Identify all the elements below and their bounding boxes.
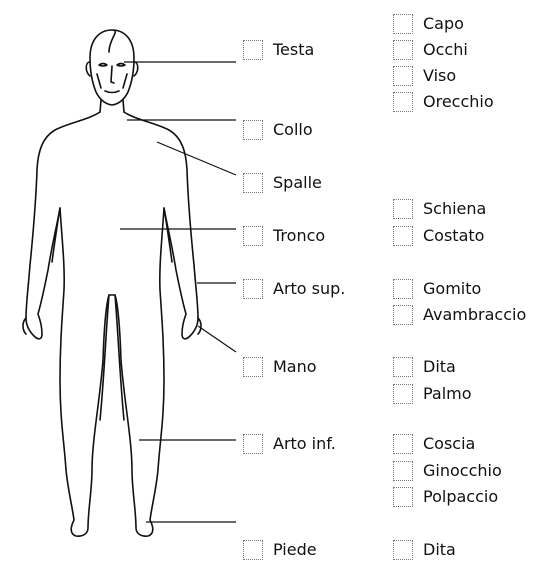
- tronco-checkbox[interactable]: [243, 226, 263, 246]
- option-gomito[interactable]: Gomito: [393, 277, 481, 301]
- avambraccio-checkbox[interactable]: [393, 305, 413, 325]
- leader-spalle: [157, 142, 236, 175]
- mouth: [105, 91, 119, 93]
- option-viso[interactable]: Viso: [393, 64, 456, 88]
- option-testa[interactable]: Testa: [243, 38, 314, 62]
- arto-sup-checkbox[interactable]: [243, 279, 263, 299]
- option-mano[interactable]: Mano: [243, 355, 317, 379]
- testa-label: Testa: [273, 40, 314, 60]
- option-dita-mano[interactable]: Dita: [393, 355, 456, 379]
- leader-mano: [198, 326, 236, 352]
- left-cheek: [97, 74, 101, 88]
- ginocchio-label: Ginocchio: [423, 461, 502, 481]
- viso-label: Viso: [423, 66, 456, 86]
- option-costato[interactable]: Costato: [393, 224, 484, 248]
- arto-sup-label: Arto sup.: [273, 279, 345, 299]
- right-eye: [117, 64, 125, 67]
- orecchio-checkbox[interactable]: [393, 92, 413, 112]
- inner-leg-right: [115, 295, 124, 420]
- testa-checkbox[interactable]: [243, 40, 263, 60]
- option-arto-inf[interactable]: Arto inf.: [243, 432, 336, 456]
- dita-piede-checkbox[interactable]: [393, 540, 413, 560]
- left-eye: [99, 64, 107, 67]
- coscia-checkbox[interactable]: [393, 434, 413, 454]
- gomito-checkbox[interactable]: [393, 279, 413, 299]
- viso-checkbox[interactable]: [393, 66, 413, 86]
- polpaccio-checkbox[interactable]: [393, 487, 413, 507]
- option-piede[interactable]: Piede: [243, 538, 317, 562]
- dita-mano-checkbox[interactable]: [393, 357, 413, 377]
- orecchio-label: Orecchio: [423, 92, 494, 112]
- schiena-checkbox[interactable]: [393, 199, 413, 219]
- mano-label: Mano: [273, 357, 317, 377]
- option-orecchio[interactable]: Orecchio: [393, 90, 494, 114]
- tronco-label: Tronco: [273, 226, 325, 246]
- right-inner-arm: [164, 208, 172, 262]
- option-coscia[interactable]: Coscia: [393, 432, 475, 456]
- option-ginocchio[interactable]: Ginocchio: [393, 459, 502, 483]
- option-dita-piede[interactable]: Dita: [393, 538, 456, 562]
- option-arto-sup[interactable]: Arto sup.: [243, 277, 345, 301]
- arto-inf-label: Arto inf.: [273, 434, 336, 454]
- option-schiena[interactable]: Schiena: [393, 197, 486, 221]
- left-inner-arm: [52, 208, 60, 262]
- occhi-checkbox[interactable]: [393, 40, 413, 60]
- collo-label: Collo: [273, 120, 313, 140]
- palmo-label: Palmo: [423, 384, 472, 404]
- costato-checkbox[interactable]: [393, 226, 413, 246]
- piede-label: Piede: [273, 540, 317, 560]
- mano-checkbox[interactable]: [243, 357, 263, 377]
- occhi-label: Occhi: [423, 40, 468, 60]
- costato-label: Costato: [423, 226, 484, 246]
- option-capo[interactable]: Capo: [393, 12, 464, 36]
- option-palmo[interactable]: Palmo: [393, 382, 472, 406]
- schiena-label: Schiena: [423, 199, 486, 219]
- polpaccio-label: Polpaccio: [423, 487, 498, 507]
- spalle-label: Spalle: [273, 173, 322, 193]
- option-spalle[interactable]: Spalle: [243, 171, 322, 195]
- option-polpaccio[interactable]: Polpaccio: [393, 485, 498, 509]
- inner-leg-left: [100, 295, 109, 420]
- spalle-checkbox[interactable]: [243, 173, 263, 193]
- dita-mano-label: Dita: [423, 357, 456, 377]
- collo-checkbox[interactable]: [243, 120, 263, 140]
- right-cheek: [123, 74, 127, 88]
- option-tronco[interactable]: Tronco: [243, 224, 325, 248]
- gomito-label: Gomito: [423, 279, 481, 299]
- option-collo[interactable]: Collo: [243, 118, 313, 142]
- option-avambraccio[interactable]: Avambraccio: [393, 303, 526, 327]
- arto-inf-checkbox[interactable]: [243, 434, 263, 454]
- body-outline: [26, 112, 198, 536]
- avambraccio-label: Avambraccio: [423, 305, 526, 325]
- capo-checkbox[interactable]: [393, 14, 413, 34]
- nose: [111, 66, 114, 83]
- piede-checkbox[interactable]: [243, 540, 263, 560]
- coscia-label: Coscia: [423, 434, 475, 454]
- capo-label: Capo: [423, 14, 464, 34]
- dita-piede-label: Dita: [423, 540, 456, 560]
- option-occhi[interactable]: Occhi: [393, 38, 468, 62]
- ginocchio-checkbox[interactable]: [393, 461, 413, 481]
- palmo-checkbox[interactable]: [393, 384, 413, 404]
